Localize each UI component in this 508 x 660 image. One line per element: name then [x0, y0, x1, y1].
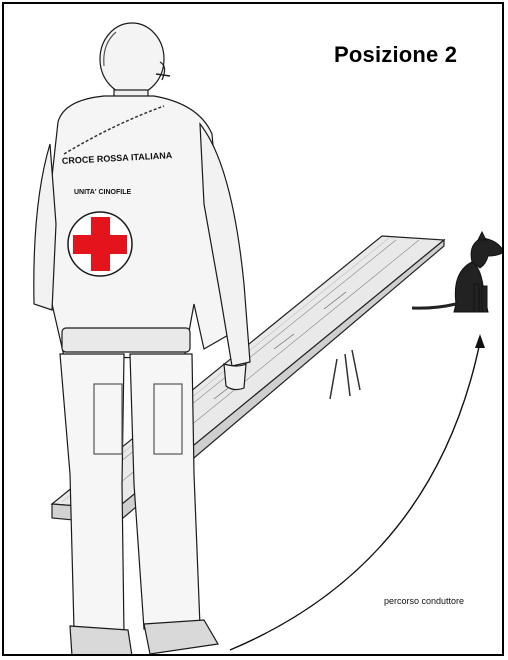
position-title: Posizione 2	[334, 42, 457, 68]
figure-frame: CROCE ROSSA ITALIANA UNITA' CINOFILE Pos…	[2, 2, 504, 656]
handler-figure	[34, 23, 250, 656]
training-scene-illustration: CROCE ROSSA ITALIANA UNITA' CINOFILE	[4, 4, 504, 656]
red-cross-emblem	[68, 212, 132, 276]
path-label: percorso conduttore	[384, 596, 464, 606]
vest-text-bottom: UNITA' CINOFILE	[74, 189, 131, 196]
